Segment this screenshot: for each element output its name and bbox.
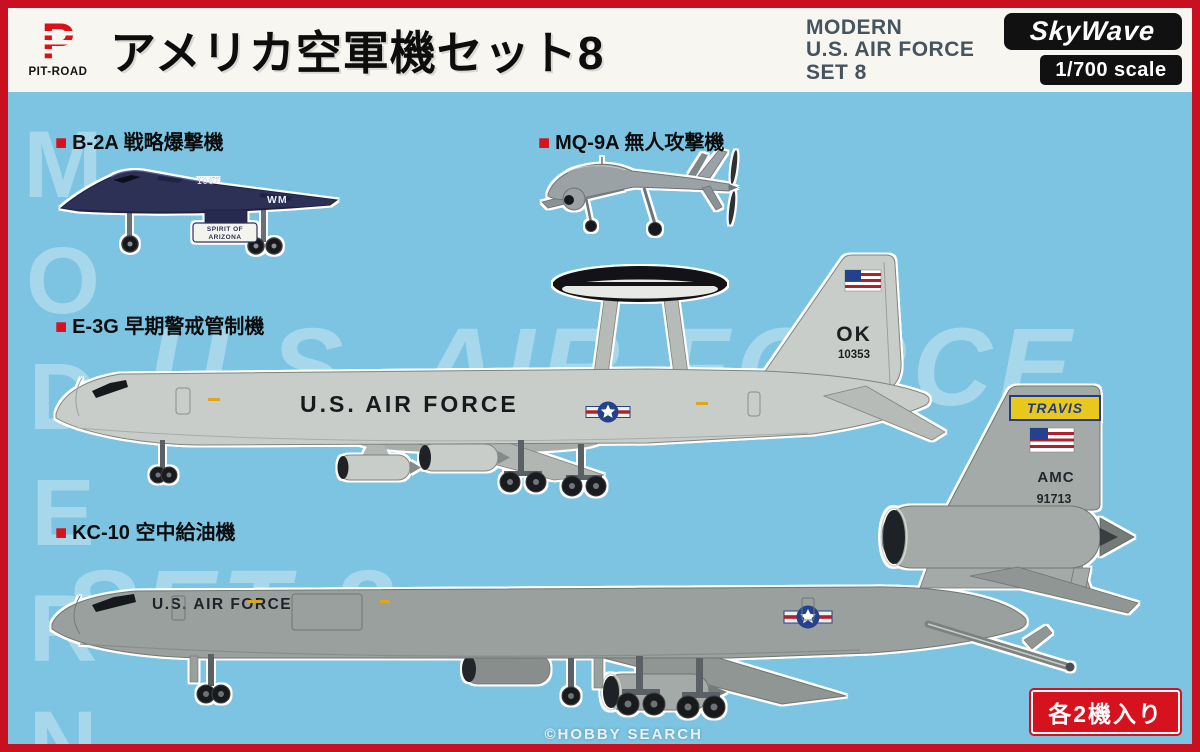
e3g-cockpit-windows xyxy=(92,380,128,398)
kc10-door xyxy=(171,595,186,621)
e3g-rear-door xyxy=(747,391,761,417)
label-mq9a: ■MQ-9A 無人攻撃機 xyxy=(538,126,724,155)
kc10-cargo-door xyxy=(291,593,363,631)
e3g-tailcode-text: OK xyxy=(836,323,872,346)
kc10-landing-gear xyxy=(189,654,726,719)
e3g-roundel xyxy=(585,401,631,423)
red-square-bullet: ■ xyxy=(55,522,68,544)
kc10-tail-flag xyxy=(1029,427,1075,453)
b2a-noseart-line1: SPIRIT OF xyxy=(207,226,243,233)
e3g-tail-flag xyxy=(844,269,882,292)
e3g-fuselage-text: U.S. AIR FORCE xyxy=(300,391,519,417)
hobbysearch-watermark: ©HOBBY SEARCH xyxy=(544,726,703,743)
e3g-illustration: OK 10353 xyxy=(55,254,946,497)
e3g-fuselage xyxy=(55,368,930,446)
kc10-tailband-text: TRAVIS xyxy=(1027,400,1083,416)
mq9a-illustration xyxy=(541,149,738,236)
label-mq9a-text: MQ-9A 無人攻撃機 xyxy=(555,132,725,154)
kc10-far-engine xyxy=(462,653,551,685)
e3g-stabilizer xyxy=(822,385,946,441)
mq9a-tail-fin xyxy=(697,149,728,179)
red-square-bullet: ■ xyxy=(55,316,68,338)
red-square-bullet: ■ xyxy=(538,132,551,154)
b2a-cockpit-windows xyxy=(113,175,141,183)
pitroad-logo-mark: P PIT-ROAD xyxy=(29,13,88,78)
title-english-line3: SET 8 xyxy=(806,60,867,84)
e3g-outer-engine xyxy=(337,444,421,481)
label-kc10-text: KC-10 空中給油機 xyxy=(72,522,236,544)
kc10-command-text: AMC xyxy=(1037,469,1074,486)
label-b2a-text: B-2A 戦略爆撃機 xyxy=(72,132,224,154)
kc10-serial-text: 91713 xyxy=(1037,492,1072,506)
label-b2a: ■B-2A 戦略爆撃機 xyxy=(55,126,224,155)
pitroad-logo: P PIT-ROAD xyxy=(20,13,96,82)
quantity-badge: 各2機入り xyxy=(1031,690,1180,734)
b2a-noseart-line2: ARIZONA xyxy=(208,234,241,241)
kc10-tail-band xyxy=(1009,395,1101,421)
b2a-landing-gear xyxy=(121,204,283,255)
mq9a-sensor-ball xyxy=(562,187,586,211)
mq9a-ventral-fin xyxy=(701,185,723,211)
header-bar: P PIT-ROAD アメリカ空軍機セット8 MODERN U.S. AIR F… xyxy=(8,8,1192,92)
b2a-body xyxy=(59,170,339,214)
red-square-bullet: ■ xyxy=(55,132,68,154)
label-e3g-text: E-3G 早期警戒管制機 xyxy=(72,316,265,338)
kc10-fuselage-text: U.S. AIR FORCE xyxy=(152,596,292,613)
title-english: MODERN U.S. AIR FORCE SET 8 xyxy=(806,16,975,84)
quantity-badge-text: 各2機入り xyxy=(1048,701,1163,727)
e3g-tail: OK 10353 xyxy=(763,254,902,389)
label-e3g: ■E-3G 早期警戒管制機 xyxy=(55,310,264,339)
e3g-door xyxy=(175,387,191,415)
skywave-logo: SkyWave xyxy=(1004,13,1182,50)
b2a-tailcode-text: WM xyxy=(267,194,288,206)
logo-brand-text: PIT-ROAD xyxy=(29,66,88,78)
title-japanese: アメリカ空軍機セット8 xyxy=(110,27,605,79)
mq9a-landing-gear xyxy=(584,187,662,236)
title-english-line1: MODERN xyxy=(806,16,903,39)
title-english-line2: U.S. AIR FORCE xyxy=(806,38,975,62)
mq9a-propeller xyxy=(728,150,738,225)
scale-badge-text: 1/700 scale xyxy=(1055,58,1167,81)
b2a-illustration: SPIRIT OF ARIZONA 1067 WM xyxy=(59,170,339,255)
kc10-fuselage xyxy=(51,586,1027,659)
e3g-rotodome xyxy=(553,266,727,375)
scale-badge: 1/700 scale xyxy=(1040,55,1182,85)
e3g-serial-text: 10353 xyxy=(838,349,870,361)
kc10-boom xyxy=(924,620,1075,672)
kc10-rear-door xyxy=(801,597,815,621)
kc10-tail-engine xyxy=(881,505,1101,569)
kc10-tail: TRAVIS AMC 91713 xyxy=(880,385,1135,589)
b2a-gear-door xyxy=(204,209,248,224)
kc10-stabilizer xyxy=(969,566,1139,614)
mq9a-far-tail-fin xyxy=(688,153,708,176)
b2a-noseart-placard: SPIRIT OF ARIZONA xyxy=(192,222,258,243)
b2a-serial-text: 1067 xyxy=(197,176,220,186)
kc10-cockpit-windows xyxy=(92,594,136,612)
label-kc10: ■KC-10 空中給油機 xyxy=(55,516,235,545)
e3g-landing-gear xyxy=(149,440,607,497)
kc10-illustration: TRAVIS AMC 91713 xyxy=(51,385,1139,719)
skywave-logo-text: SkyWave xyxy=(1029,16,1157,46)
box-art-inner: P PIT-ROAD アメリカ空軍機セット8 MODERN U.S. AIR F… xyxy=(8,8,1192,744)
